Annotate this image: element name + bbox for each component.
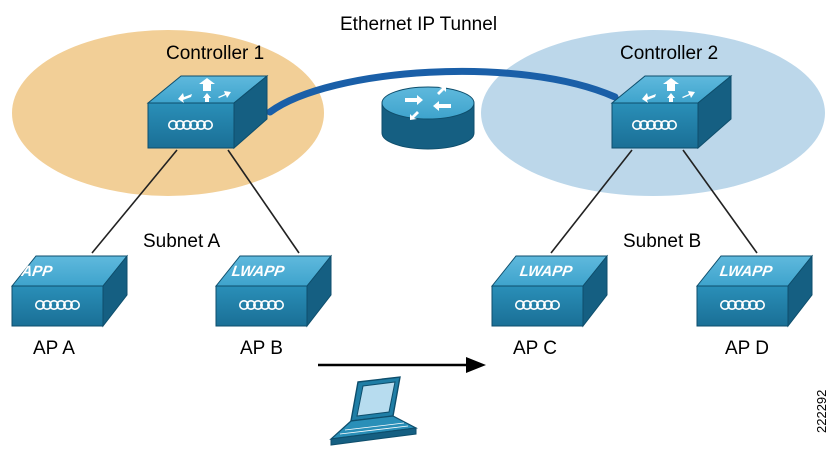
tunnel-label: Ethernet IP Tunnel bbox=[340, 14, 497, 35]
ap-c-label: AP C bbox=[513, 338, 557, 359]
roaming-arrow bbox=[318, 357, 486, 373]
ap-a-lwapp-badge: LWAPP bbox=[0, 263, 54, 280]
link-controller2-ap-d bbox=[682, 149, 758, 254]
subnet-a-label: Subnet A bbox=[143, 231, 220, 252]
link-controller2-ap-c bbox=[550, 149, 633, 254]
link-controller1-ap-b bbox=[227, 149, 300, 254]
ap-d-lwapp-badge: LWAPP bbox=[719, 263, 775, 280]
controller-1-label: Controller 1 bbox=[166, 43, 264, 64]
ap-d-label: AP D bbox=[725, 338, 769, 359]
controller-2-label: Controller 2 bbox=[620, 43, 718, 64]
router-icon bbox=[381, 86, 475, 150]
ap-b-label: AP B bbox=[240, 338, 283, 359]
controller-2-icon bbox=[610, 74, 733, 150]
ap-c-lwapp-badge: LWAPP bbox=[519, 263, 575, 280]
figure-id-label: 222292 bbox=[814, 390, 829, 433]
ethernet-ip-tunnel-line bbox=[266, 67, 619, 116]
ap-d-icon: LWAPP bbox=[695, 254, 814, 328]
ap-b-icon: LWAPP bbox=[214, 254, 333, 328]
ap-b-lwapp-badge: LWAPP bbox=[231, 263, 287, 280]
laptop-icon bbox=[329, 376, 418, 446]
ap-a-icon: LWAPP bbox=[0, 254, 129, 328]
controller-1-icon bbox=[146, 74, 269, 150]
subnet-b-label: Subnet B bbox=[623, 231, 701, 252]
ap-a-label: AP A bbox=[33, 338, 75, 359]
link-controller1-ap-a bbox=[91, 149, 178, 254]
ap-c-icon: LWAPP bbox=[490, 254, 609, 328]
